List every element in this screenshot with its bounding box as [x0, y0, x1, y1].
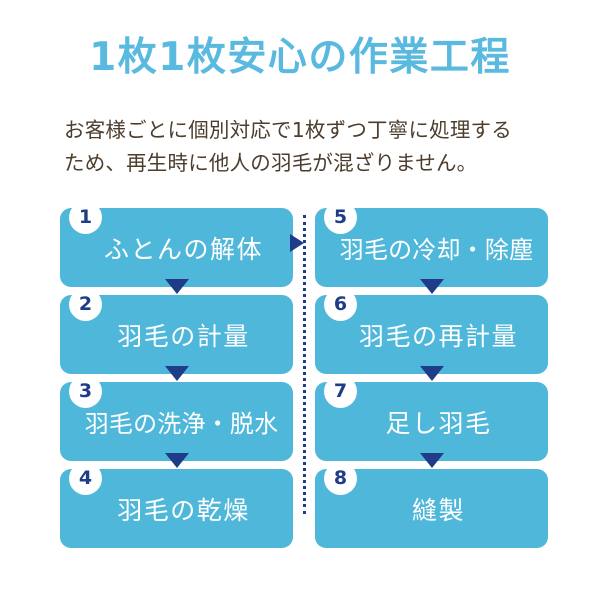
arrow-down-icon-3 — [164, 453, 189, 468]
step-number-badge-4: 4 — [69, 462, 102, 495]
step-label-5: 羽毛の冷却・除塵 — [339, 236, 534, 264]
step-label-3: 羽毛の洗浄・脱水 — [84, 410, 279, 438]
step-label-6: 羽毛の再計量 — [358, 321, 518, 351]
flow-column-left: 1 ふとんの解体 2 羽毛の計量 3 羽毛の洗浄・脱水 4 羽毛の乾燥 — [60, 201, 293, 556]
arrow-down-icon-2 — [164, 366, 189, 381]
flow-step-7[interactable]: 7 足し羽毛 — [315, 375, 548, 468]
arrow-down-icon-5 — [419, 279, 444, 294]
flow-step-1[interactable]: 1 ふとんの解体 — [60, 201, 293, 294]
step-number-badge-3: 3 — [69, 375, 102, 408]
step-label-8: 縫製 — [411, 495, 465, 525]
flow-step-8[interactable]: 8 縫製 — [315, 462, 548, 548]
flow-step-3[interactable]: 3 羽毛の洗浄・脱水 — [60, 375, 293, 468]
flow-column-right: 5 羽毛の冷却・除塵 6 羽毛の再計量 7 足し羽毛 8 縫製 — [315, 201, 548, 556]
page-title: 1枚1枚安心の作業工程 — [89, 35, 511, 80]
step-number-badge-6: 6 — [324, 288, 357, 321]
step-label-1: ふとんの解体 — [103, 234, 263, 264]
step-number-badge-5: 5 — [324, 201, 357, 234]
arrow-down-icon-6 — [419, 366, 444, 381]
flow-step-5[interactable]: 5 羽毛の冷却・除塵 — [315, 201, 548, 294]
lead-line-1: お客様ごとに個別対応で1枚ずつ丁寧に処理する — [64, 118, 512, 142]
arrow-down-icon-1 — [164, 279, 189, 294]
step-label-4: 羽毛の乾燥 — [117, 495, 250, 525]
step-label-7: 足し羽毛 — [385, 408, 492, 438]
step-number-badge-8: 8 — [324, 462, 357, 495]
lead-line-2: ため、再生時に他人の羽毛が混ざりません。 — [64, 151, 478, 176]
step-number-badge-1: 1 — [69, 201, 102, 234]
flow-step-4[interactable]: 4 羽毛の乾燥 — [60, 462, 293, 548]
arrow-down-icon-7 — [419, 453, 444, 468]
arrow-right-icon-connector — [290, 234, 304, 252]
step-label-2: 羽毛の計量 — [117, 321, 250, 351]
column-connector-dotted-line — [303, 215, 306, 514]
flow-step-2[interactable]: 2 羽毛の計量 — [60, 288, 293, 381]
lead-paragraph: お客様ごとに個別対応で1枚ずつ丁寧に処理する ため、再生時に他人の羽毛が混ざりま… — [64, 114, 542, 180]
step-number-badge-7: 7 — [324, 375, 357, 408]
step-number-badge-2: 2 — [69, 288, 102, 321]
flow-step-6[interactable]: 6 羽毛の再計量 — [315, 288, 548, 381]
